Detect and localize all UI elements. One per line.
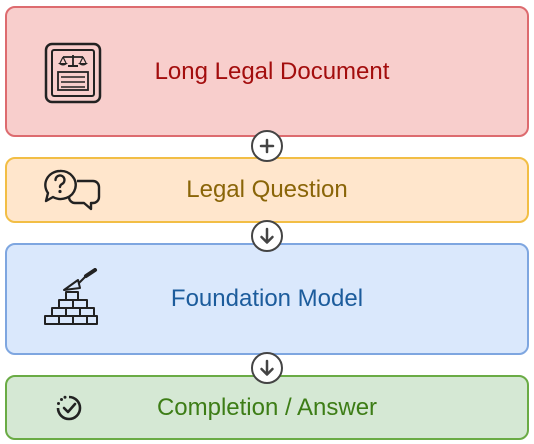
- dashed-check-circle-icon: [56, 395, 82, 421]
- plus-connector: [251, 130, 283, 162]
- arrow-connector-1: [251, 220, 283, 252]
- arrow-connector-2: [251, 352, 283, 384]
- foundation-model-label: Foundation Model: [170, 285, 364, 312]
- legal-question-box: Legal Question: [5, 157, 529, 223]
- plus-icon: [259, 138, 275, 154]
- legal-document-icon: [44, 42, 102, 104]
- trowel-bricks-icon: [44, 268, 98, 325]
- arrow-down-icon: [260, 227, 274, 244]
- completion-answer-box: Completion / Answer: [5, 375, 529, 440]
- completion-answer-label: Completion / Answer: [156, 393, 378, 421]
- foundation-model-box: Foundation Model: [5, 243, 529, 355]
- long-legal-document-label: Long Legal Document: [154, 57, 390, 85]
- legal-question-label: Legal Question: [186, 176, 348, 203]
- arrow-down-icon: [260, 359, 274, 376]
- speech-bubbles-question-icon: [44, 169, 101, 211]
- long-legal-document-box: Long Legal Document: [5, 6, 529, 137]
